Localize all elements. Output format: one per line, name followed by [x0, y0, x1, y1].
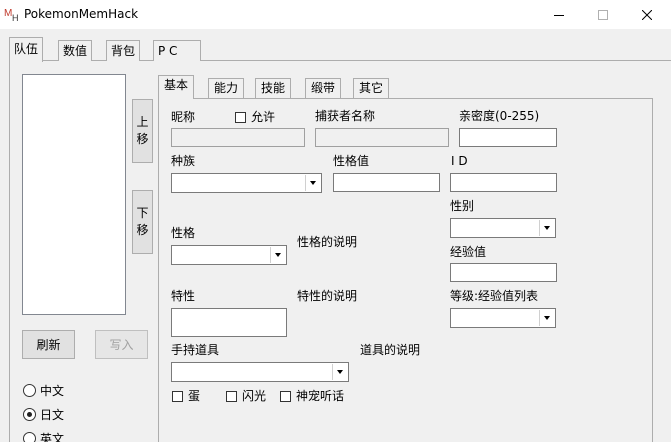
friendship-label: 亲密度(0-255) [459, 109, 540, 123]
id-label: I D [451, 154, 468, 168]
svg-text:H: H [12, 13, 19, 22]
personality-value-input[interactable] [333, 173, 440, 192]
shiny-label: 闪光 [242, 389, 267, 403]
window-title: PokemonMemHack [24, 7, 139, 21]
allow-label: 允许 [251, 110, 276, 124]
move-up-button[interactable]: 上 移 [132, 99, 153, 163]
nature-select[interactable] [171, 245, 287, 265]
tab-basic[interactable]: 基本 [158, 75, 195, 99]
shiny-checkbox[interactable] [226, 391, 237, 402]
ability-input[interactable] [171, 308, 287, 337]
party-listbox[interactable] [22, 74, 126, 315]
tab-ability-stats[interactable]: 能力 [208, 78, 245, 98]
obedient-label: 神宠听话 [296, 389, 345, 403]
level-exp-select[interactable] [450, 308, 556, 328]
exp-input[interactable] [450, 263, 557, 282]
radio-english[interactable] [23, 432, 36, 442]
species-label: 种族 [171, 154, 196, 168]
write-button[interactable]: 写入 [95, 330, 148, 359]
id-input[interactable] [450, 173, 557, 192]
ability-label: 特性 [171, 289, 196, 303]
egg-label: 蛋 [188, 389, 201, 403]
basic-tab-panel [158, 98, 653, 442]
radio-english-label: 英文 [40, 432, 65, 442]
item-description: 道具的说明 [360, 343, 421, 357]
tab-other[interactable]: 其它 [353, 78, 390, 98]
allow-checkbox[interactable] [235, 112, 246, 123]
app-icon: M H [4, 6, 20, 23]
nature-description: 性格的说明 [297, 235, 358, 249]
level-exp-list-label: 等级:经验值列表 [450, 289, 539, 303]
radio-japanese-label: 日文 [40, 408, 65, 422]
tab-moves[interactable]: 技能 [255, 78, 292, 98]
nickname-label: 昵称 [171, 110, 196, 124]
gender-select[interactable] [450, 218, 556, 238]
tab-stats[interactable]: 数值 [58, 40, 93, 61]
close-button[interactable] [625, 0, 669, 29]
chevron-down-icon [270, 247, 285, 263]
move-down-button[interactable]: 下 移 [132, 190, 153, 254]
personality-value-label: 性格值 [333, 154, 370, 168]
held-item-select[interactable] [171, 362, 349, 382]
trainer-name-label: 捕获者名称 [315, 109, 376, 123]
radio-selected-dot [27, 412, 32, 417]
chevron-down-icon [332, 364, 347, 380]
svg-text:M: M [4, 8, 12, 19]
ability-description: 特性的说明 [297, 289, 358, 303]
obedient-checkbox[interactable] [280, 391, 291, 402]
held-item-label: 手持道具 [171, 343, 220, 357]
nickname-input[interactable] [171, 128, 305, 147]
chevron-down-icon [305, 175, 320, 191]
nature-label: 性格 [171, 226, 196, 240]
chevron-down-icon [539, 310, 554, 326]
radio-chinese-label: 中文 [40, 384, 65, 398]
gender-label: 性别 [450, 199, 475, 213]
tab-team[interactable]: 队伍 [9, 37, 44, 62]
radio-chinese[interactable] [23, 384, 36, 397]
tab-ribbons[interactable]: 缎带 [305, 78, 342, 98]
radio-japanese[interactable] [23, 408, 36, 421]
tab-pc[interactable]: P C [153, 40, 201, 61]
species-select[interactable] [171, 173, 322, 193]
egg-checkbox[interactable] [172, 391, 183, 402]
refresh-button[interactable]: 刷新 [22, 330, 75, 359]
friendship-input[interactable] [459, 128, 557, 147]
minimize-button[interactable] [537, 0, 581, 29]
trainer-name-input[interactable] [315, 128, 449, 147]
maximize-icon [598, 9, 608, 20]
maximize-button[interactable] [581, 0, 625, 29]
close-icon [642, 9, 652, 20]
tab-bag[interactable]: 背包 [106, 40, 141, 61]
chevron-down-icon [539, 220, 554, 236]
minimize-icon [554, 14, 564, 16]
exp-label: 经验值 [450, 245, 487, 259]
